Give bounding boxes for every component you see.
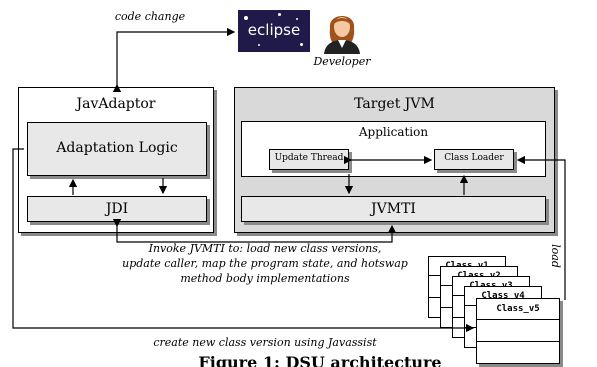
load-arrow bbox=[516, 155, 566, 300]
javadaptor-title: JavAdaptor bbox=[76, 96, 156, 112]
class-v5-card: Class_v5 bbox=[476, 298, 560, 364]
create-class-label: create new class version using Javassist bbox=[153, 336, 377, 349]
jdi-jvmti-arrow bbox=[112, 218, 397, 243]
jdi-label: JDI bbox=[105, 201, 129, 217]
class-loader-label: Class Loader bbox=[444, 153, 504, 163]
code-change-label: code change bbox=[114, 10, 186, 23]
application-label: Application bbox=[358, 125, 429, 139]
developer-label: Developer bbox=[313, 55, 371, 68]
class-loader-box bbox=[434, 149, 514, 170]
figure-caption: Figure 1: DSU architecture bbox=[198, 353, 442, 367]
eclipse-logo-text: eclipse bbox=[247, 21, 301, 39]
class-v5-name: Class_v5 bbox=[477, 299, 559, 320]
jvmti-label: JVMTI bbox=[371, 201, 416, 217]
developer-icon bbox=[324, 16, 360, 54]
invoke-line-3: method body implementations bbox=[180, 272, 350, 285]
eclipse-logo: eclipse bbox=[238, 10, 310, 52]
code-change-arrow bbox=[112, 27, 236, 93]
update-thread-label: Update Thread bbox=[274, 153, 344, 163]
adaptation-logic-label: Adaptation Logic bbox=[56, 140, 178, 156]
invoke-line-2: update caller, map the program state, an… bbox=[122, 257, 408, 270]
invoke-line-1: Invoke JVMTI to: load new class versions… bbox=[148, 242, 382, 255]
target-jvm-title: Target JVM bbox=[354, 96, 435, 112]
create-version-arrow bbox=[12, 148, 475, 333]
adaptation-logic-box bbox=[27, 122, 207, 176]
